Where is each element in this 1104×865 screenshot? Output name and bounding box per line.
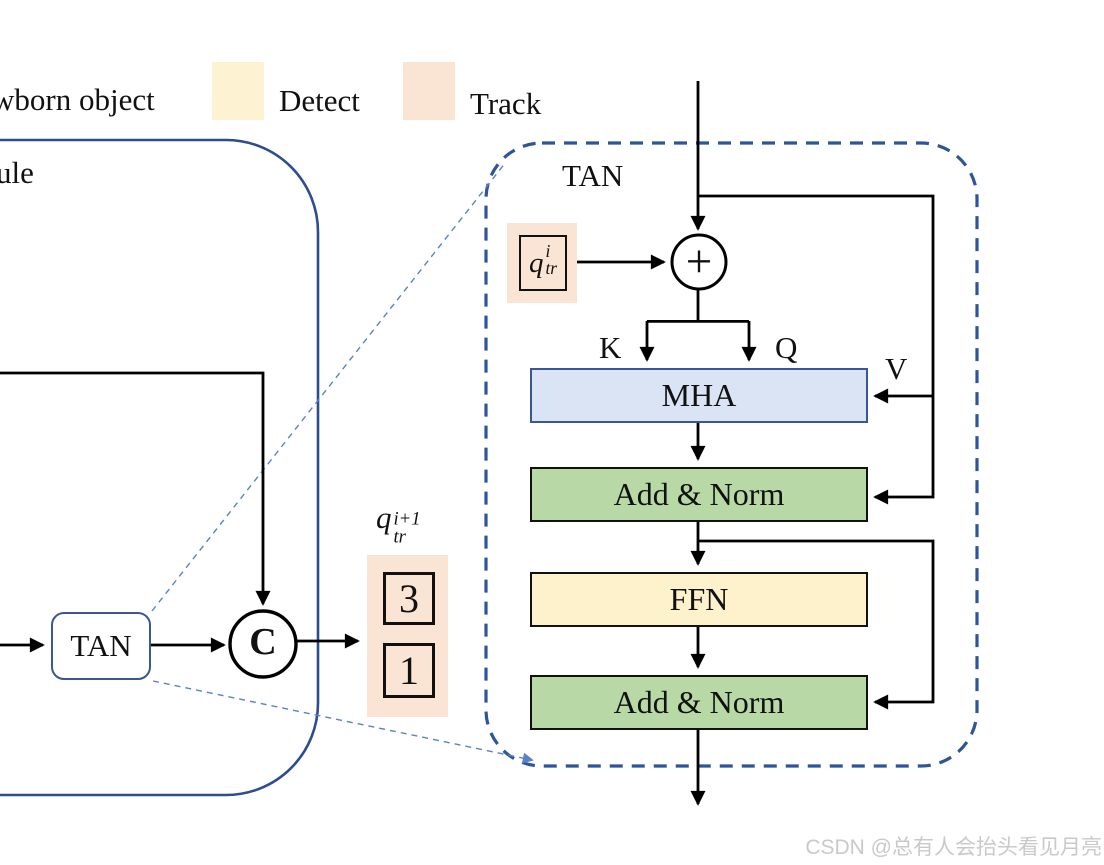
tan-module-box-label: TAN [70, 628, 132, 663]
output-cell-3: 3 [383, 572, 435, 625]
legend-track-swatch [403, 62, 455, 120]
tan-panel-title: TAN [562, 158, 624, 193]
watermark-text: CSDN @总有人会抬头看见月亮 [805, 836, 1102, 859]
tan-module-box: TAN [51, 612, 151, 680]
q-label: Q [775, 330, 798, 365]
plus-split-wire [647, 289, 749, 323]
track-query-sup: i [545, 241, 551, 262]
v-label: V [885, 351, 908, 386]
output-cell-1: 1 [383, 643, 435, 698]
add-norm-1-block: Add & Norm [530, 467, 868, 522]
output-query-sub: tr [393, 526, 406, 548]
output-query-base: q [376, 500, 392, 535]
add-norm-2-block: Add & Norm [530, 675, 868, 730]
ffn-block: FFN [530, 572, 868, 627]
concat-circle [228, 609, 298, 679]
plus-label: + [685, 236, 713, 288]
arrow-feature-to-concat [0, 371, 271, 606]
legend-detect-swatch [212, 62, 264, 120]
concat-label: C [249, 621, 277, 663]
module-label: ule [0, 155, 34, 190]
legend-track-label: Track [470, 86, 542, 121]
mha-block: MHA [530, 368, 868, 423]
legend-newborn-label: wborn object [0, 82, 155, 117]
plus-circle [670, 233, 728, 291]
residual-1 [698, 194, 935, 505]
output-query-sup: i+1 [393, 508, 421, 530]
residual-2 [698, 539, 935, 710]
legend-detect-label: Detect [279, 83, 360, 118]
zoom-leader-bottom [152, 680, 534, 764]
track-query-sub: tr [545, 257, 558, 278]
module-outline [0, 138, 320, 797]
k-label: K [599, 330, 622, 365]
tan-panel-outline [484, 141, 979, 768]
track-query-base: q [528, 246, 544, 279]
zoom-leader-top [151, 161, 507, 612]
